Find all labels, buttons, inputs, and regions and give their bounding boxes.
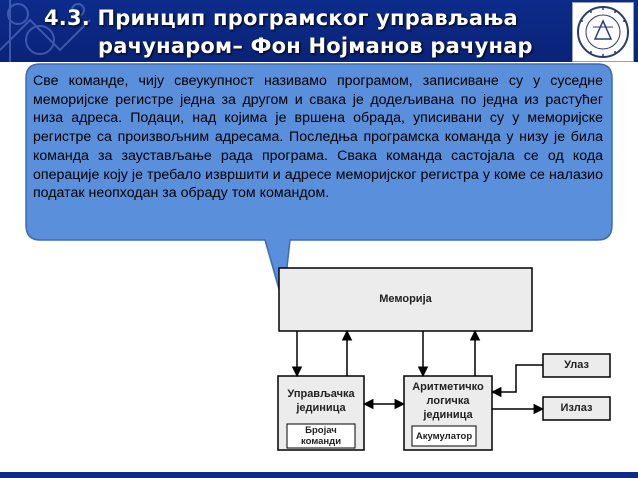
counter-label-2: команди [300, 436, 342, 447]
input-label: Улаз [564, 359, 589, 371]
page-title-line-2: рачунаром– Фон Нојманов рачунар [98, 34, 533, 58]
title-banner: 4.3. Принцип програмског управљања рачун… [0, 0, 638, 62]
ornament-icon [0, 0, 91, 62]
callout-text: Све команде, чију свеукупност називамо п… [33, 73, 603, 202]
control-unit-label-2: јединица [296, 402, 346, 414]
accumulator-label: Акумулатор [415, 431, 473, 442]
university-seal-icon [572, 2, 634, 62]
footer-bar [0, 472, 638, 478]
control-unit-label-1: Управљачка [287, 388, 355, 400]
alu-label-3: јединица [423, 409, 473, 421]
memory-label: Меморија [379, 293, 432, 305]
accumulator-box [411, 425, 477, 447]
alu-label-2: логичка [426, 395, 470, 407]
counter-label-1: Бројач [305, 425, 337, 436]
page-title-line-1: 4.3. Принцип програмског управљања [44, 6, 518, 30]
arrow-input-to-alu [490, 364, 543, 398]
counter-box [286, 423, 356, 449]
output-label: Излаз [560, 402, 593, 414]
memory-box [278, 267, 533, 332]
alu-label-1: Аритметичко [412, 381, 484, 393]
